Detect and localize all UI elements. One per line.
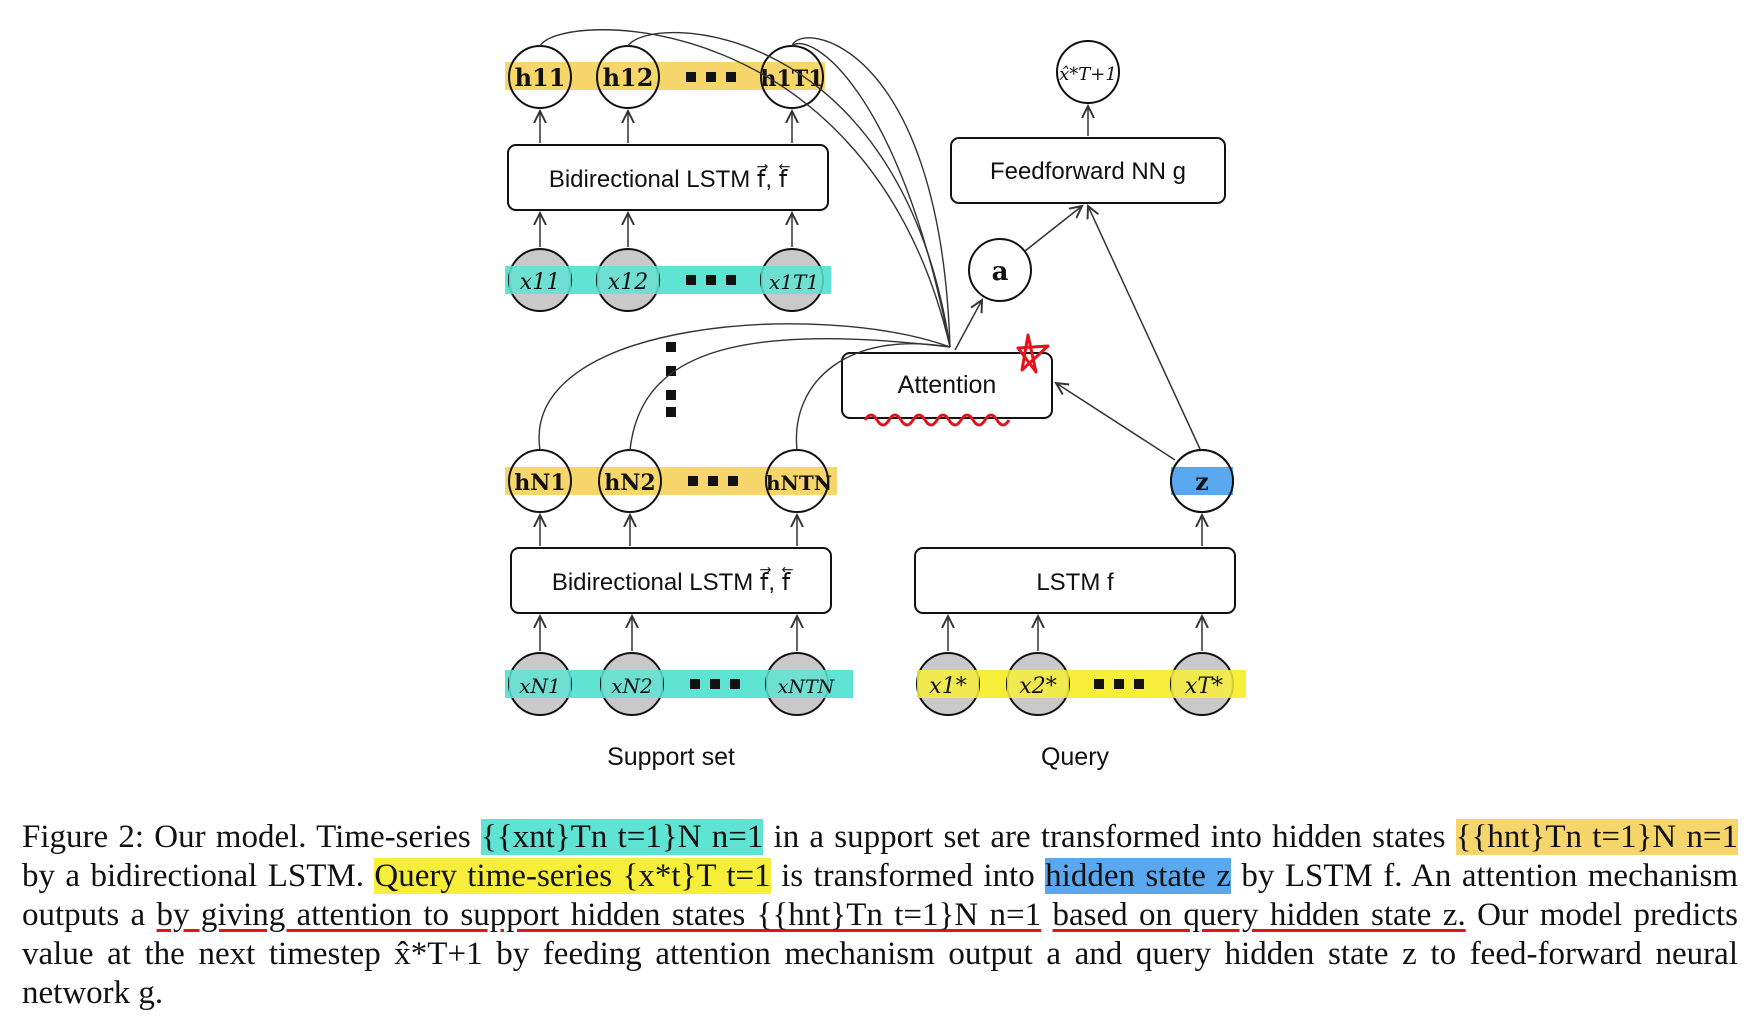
svg-text:xN2: xN2 <box>611 674 653 698</box>
input-node-xN2: xN2 <box>600 652 664 716</box>
ellipsis-bottom-input <box>690 679 740 689</box>
query-input-node-xT: xT* <box>1170 652 1243 716</box>
caption-underlined-attention: by giving attention to support hidden st… <box>156 897 1042 933</box>
hidden-node-hN1: hN1 <box>508 449 572 513</box>
bottom-support-block: hN1 hN2 hNTN Bidirectional LSTM f⃗, f⃖ x… <box>505 449 853 716</box>
ellipsis-query-input <box>1094 679 1144 689</box>
figure-caption: Figure 2: Our model. Time-series {{xnt}T… <box>22 818 1738 1013</box>
svg-text:hN2: hN2 <box>604 470 655 496</box>
caption-s5: is transformed into <box>781 858 1035 894</box>
caption-s7: by LSTM f. An attention mechanism output… <box>22 858 1739 933</box>
top-support-block: h11 h12 h1T1 Bidirectional LSTM f⃗, f⃖ x… <box>505 45 831 312</box>
caption-query-series: Query time-series {x*t}T t=1 <box>374 858 771 894</box>
svg-text:x1*: x1* <box>929 674 966 699</box>
svg-text:xN1: xN1 <box>519 674 561 698</box>
svg-text:x̂*T+1: x̂*T+1 <box>1059 64 1117 85</box>
red-star-mark <box>1016 333 1050 374</box>
input-node-x12: x12 <box>596 248 660 312</box>
hidden-node-h12: h12 <box>596 45 660 109</box>
caption-s1: Our model. Time-series <box>154 819 471 855</box>
bottom-bidirectional-lstm-box <box>510 547 832 614</box>
svg-text:hN1: hN1 <box>514 470 565 496</box>
top-bidirectional-lstm-box <box>507 144 829 211</box>
query-input-node-x2: x2* <box>1006 652 1070 716</box>
svg-text:h11: h11 <box>515 63 566 92</box>
caption-s2: in a support set are transformed into hi… <box>773 819 1446 855</box>
caption-hidden-state-z: hidden state z <box>1045 858 1231 894</box>
hidden-node-hNTN: hNTN <box>765 449 832 513</box>
query-block: x1* x2* xT* LSTM f z <box>914 449 1246 716</box>
query-label: Query <box>1041 743 1110 771</box>
top-hidden-highlight <box>505 62 825 90</box>
svg-text:z: z <box>1195 467 1209 496</box>
attention-label: Attention <box>898 371 997 399</box>
svg-text:x1T1: x1T1 <box>769 270 819 294</box>
bottom-lstm-label: Bidirectional LSTM f⃗, f⃖ <box>552 567 793 596</box>
svg-text:hNTN: hNTN <box>766 471 832 495</box>
input-node-xN1: xN1 <box>508 652 572 716</box>
svg-text:h12: h12 <box>603 63 654 92</box>
hidden-node-hN2: hN2 <box>598 449 662 513</box>
figure-label: Figure 2: <box>22 819 145 855</box>
model-diagram: h11 h12 h1T1 Bidirectional LSTM f⃗, f⃖ x… <box>505 29 1246 771</box>
caption-math-hidden-states: {{hnt}Tn t=1}N n=1 <box>1455 819 1739 855</box>
feedforward-nn-box: Feedforward NN g <box>950 137 1226 204</box>
attention-box: Attention <box>841 352 1053 419</box>
svg-text:x2*: x2* <box>1019 674 1056 699</box>
vertical-ellipsis <box>666 342 676 417</box>
red-wavy-underline <box>863 413 1011 427</box>
feedforward-label: Feedforward NN g <box>990 158 1186 185</box>
svg-text:x11: x11 <box>520 270 560 295</box>
caption-underlined-query: based on query hidden state z. <box>1052 897 1466 933</box>
ellipsis-top-hidden <box>686 72 736 82</box>
caption-s3: by a bidirectional LSTM. <box>22 858 364 894</box>
svg-text:xT*: xT* <box>1185 674 1223 699</box>
query-lstm-box <box>914 547 1236 614</box>
hidden-node-h11: h11 <box>508 45 572 109</box>
svg-text:x12: x12 <box>608 270 648 295</box>
caption-math-support-series: {{xnt}Tn t=1}N n=1 <box>480 819 764 855</box>
support-set-label: Support set <box>607 743 735 771</box>
bottom-hidden-highlight <box>505 467 837 495</box>
svg-text:xNTN: xNTN <box>778 676 836 698</box>
hidden-node-h1T1: h1T1 <box>760 45 824 109</box>
output-node: x̂*T+1 <box>1056 40 1120 104</box>
caption-s10: Our model predicts value at the next tim… <box>22 897 1739 1011</box>
query-lstm-label: LSTM f <box>1036 569 1114 596</box>
top-lstm-label: Bidirectional LSTM f⃗, f⃖ <box>549 164 790 193</box>
hidden-node-z: z <box>1170 449 1234 513</box>
input-node-x1T1: x1T1 <box>760 248 831 312</box>
input-node-x11: x11 <box>508 248 572 312</box>
a-node: a <box>968 238 1032 302</box>
input-node-xNTN: xNTN <box>765 652 853 716</box>
svg-text:a: a <box>992 257 1009 287</box>
ellipsis-top-input <box>686 275 736 285</box>
ellipsis-bottom-hidden <box>688 476 738 486</box>
query-input-node-x1: x1* <box>916 652 980 716</box>
